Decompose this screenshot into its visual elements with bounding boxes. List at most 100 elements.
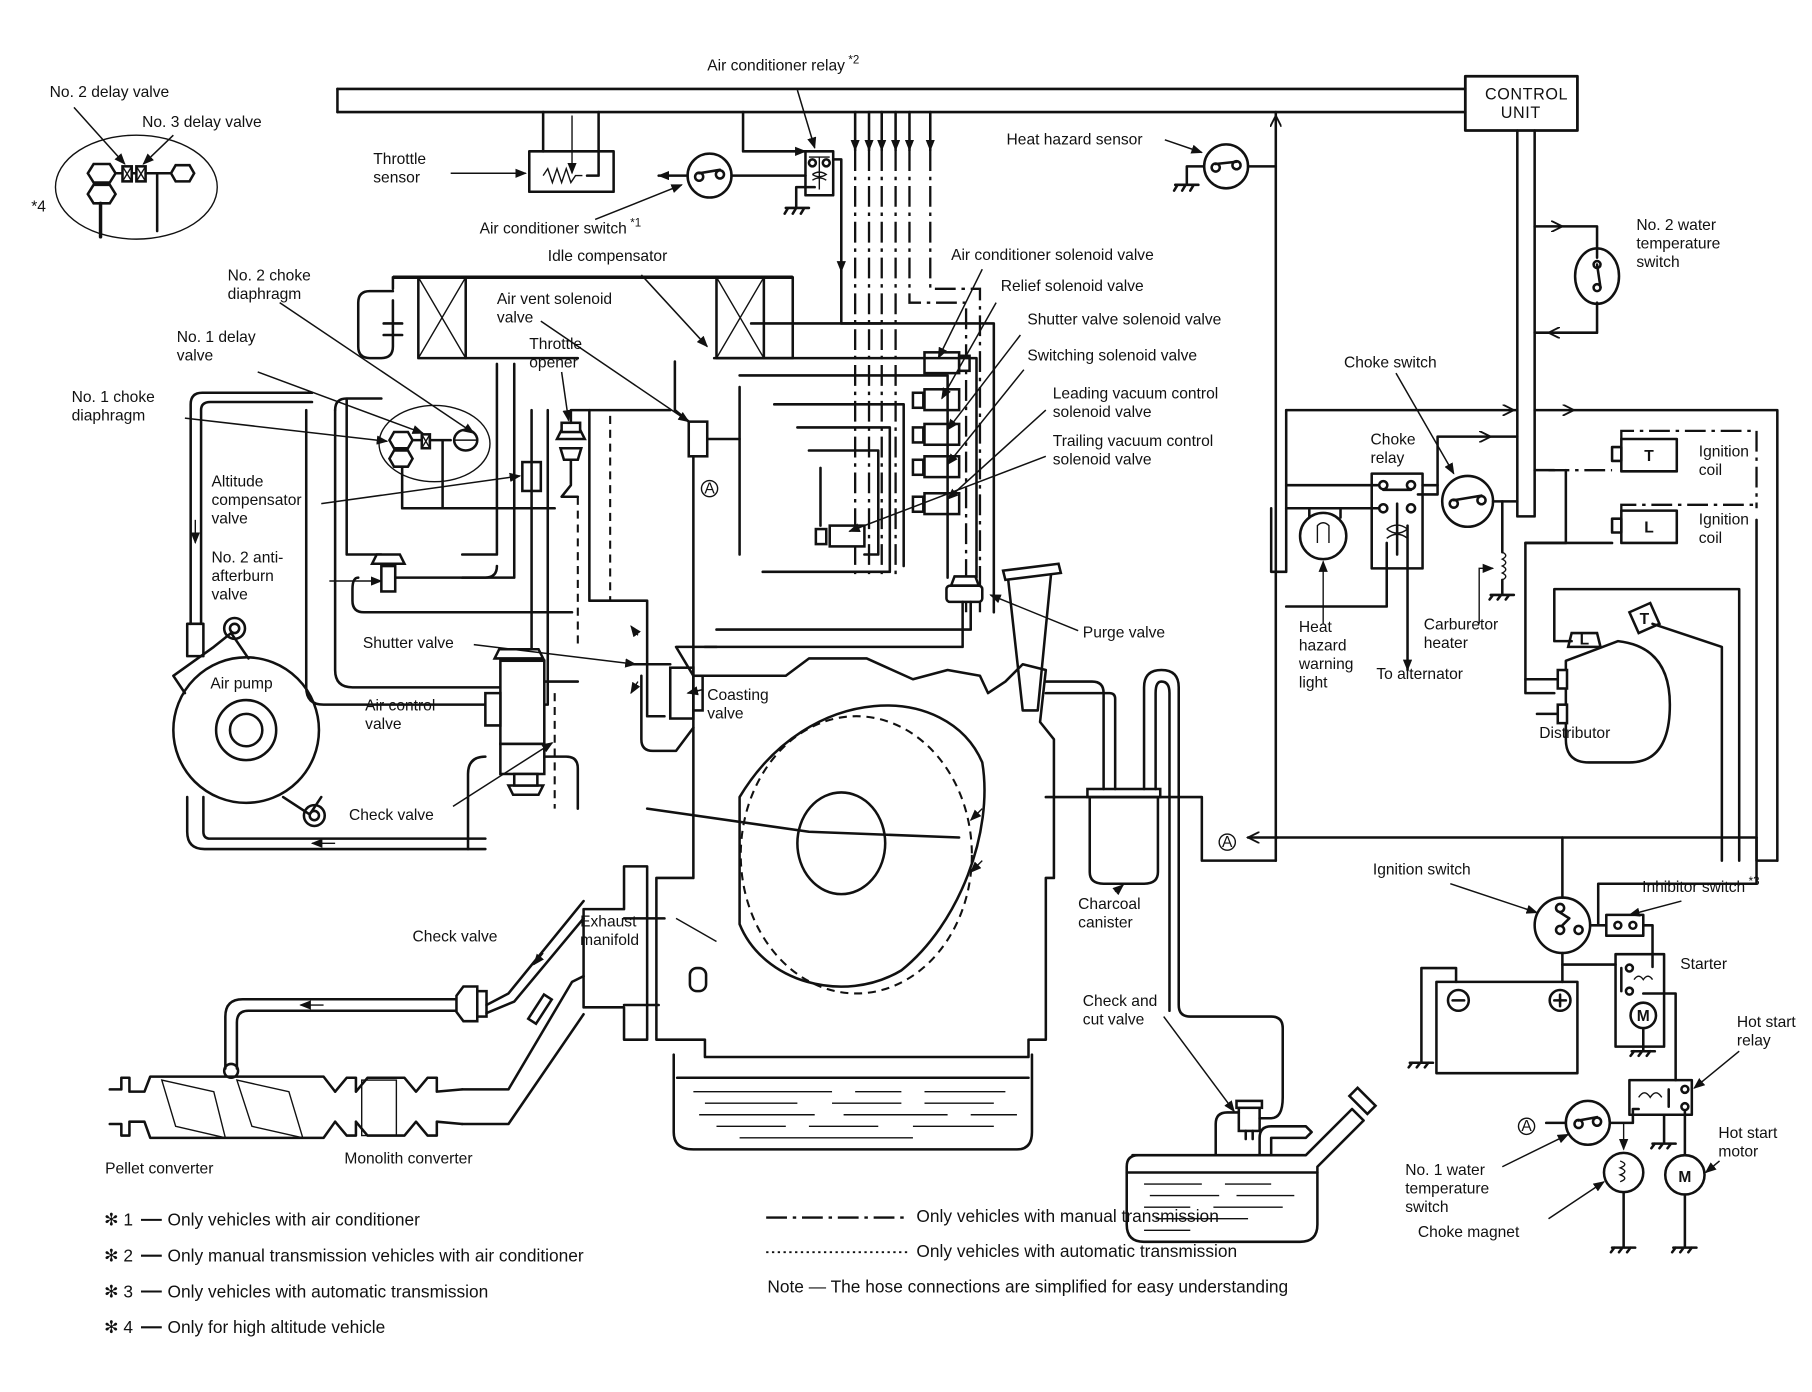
no2-choke-diaphragm-icon bbox=[169, 163, 196, 183]
label-switching-solenoid-valve: Switching solenoid valve bbox=[1027, 347, 1197, 364]
label-air-control-valve-line2: valve bbox=[365, 716, 401, 733]
label-altitude-compensator-valve-line3: valve bbox=[211, 510, 247, 527]
label-to-alternator: To alternator bbox=[1376, 666, 1463, 683]
label-heat-hazard-warning-light-line3: warning bbox=[1298, 656, 1354, 673]
label-exhaust-manifold-line2: manifold bbox=[580, 932, 639, 949]
label-no2-choke-diaphragm-line2: diaphragm bbox=[228, 286, 302, 303]
label-no1-delay-valve-line2: valve bbox=[177, 347, 213, 364]
label-monolith-converter: Monolith converter bbox=[344, 1150, 472, 1167]
label-no2-water-temperature-switch-line2: temperature bbox=[1636, 235, 1720, 252]
connector-a-circle-icon bbox=[1218, 833, 1237, 851]
leader-lines bbox=[73, 89, 1740, 1220]
label-choke-relay-line2: relay bbox=[1371, 450, 1405, 467]
check-valve-lower bbox=[455, 899, 585, 1023]
label-throttle-opener-line2: opener bbox=[529, 354, 578, 371]
label-no1-water-temperature-switch-leader-arrow bbox=[1501, 1133, 1570, 1168]
starter bbox=[1614, 952, 1677, 1082]
label-air-control-valve-line1: Air control bbox=[365, 697, 435, 714]
label-idle-compensator: Idle compensator bbox=[548, 248, 668, 265]
label-shutter-valve: Shutter valve bbox=[363, 635, 454, 652]
label-check-and-cut-valve-line1: Check and bbox=[1083, 993, 1157, 1010]
label-inhibitor-switch: Inhibitor switch*3 bbox=[1642, 876, 1759, 896]
label-no1-delay-valve-leader-arrow bbox=[257, 371, 425, 434]
label-leading-vacuum-control-solenoid-valve-line2: solenoid valve bbox=[1053, 404, 1152, 421]
label-no1-water-temperature-switch-line2: temperature bbox=[1405, 1180, 1489, 1197]
control-unit-label-line1: CONTROL bbox=[1485, 85, 1568, 103]
label-air-vent-solenoid-valve-leader-arrow bbox=[540, 320, 690, 423]
legend-line-samples bbox=[766, 1216, 908, 1254]
wiring-harness-bus bbox=[336, 87, 1467, 114]
air-conditioner-relay bbox=[741, 110, 846, 273]
ignition-switch bbox=[1533, 836, 1758, 966]
label-relief-solenoid-valve-leader-arrow bbox=[941, 302, 997, 400]
label-ignition-coil-t-line2: coil bbox=[1699, 462, 1722, 479]
label-pellet-converter: Pellet converter bbox=[105, 1161, 213, 1178]
heat-hazard-sensor bbox=[1172, 110, 1276, 862]
check-and-cut-valve bbox=[1214, 1096, 1285, 1157]
label-carburetor-heater-line1: Carburetor bbox=[1424, 617, 1498, 634]
symbol-letter-motor-m: M bbox=[1637, 1008, 1650, 1025]
label-check-valve-upper: Check valve bbox=[349, 807, 434, 824]
label-heat-hazard-sensor-leader-arrow bbox=[1164, 139, 1203, 154]
connector-a-circle-icon bbox=[1517, 1117, 1536, 1136]
footnote-mark-2: ✻ 2 bbox=[104, 1245, 133, 1265]
choke-diaphragm-pair-icon bbox=[86, 162, 118, 205]
label-ignition-coil-l-line1: Ignition bbox=[1699, 511, 1749, 528]
label-check-and-cut-valve-leader-arrow bbox=[1163, 1016, 1235, 1113]
exhaust-manifold bbox=[582, 865, 717, 1041]
label-trailing-vacuum-control-solenoid-valve-line2: solenoid valve bbox=[1053, 451, 1152, 468]
label-switching-solenoid-valve-leader-arrow bbox=[946, 369, 1025, 466]
relief-solenoid-valve-icon bbox=[923, 388, 961, 412]
no2-water-temperature-switch bbox=[1533, 226, 1621, 332]
legend-text-dash-dot: Only vehicles with manual transmission bbox=[916, 1206, 1218, 1226]
hot-start-motor bbox=[1663, 1153, 1706, 1254]
choke-circuit bbox=[1269, 410, 1779, 862]
label-no2-anti-afterburn-valve-line2: afterburn bbox=[211, 568, 273, 585]
label-no1-delay-valve-line1: No. 1 delay bbox=[177, 329, 256, 346]
label-heat-hazard-warning-light-line1: Heat bbox=[1299, 619, 1333, 636]
label-heat-hazard-warning-light-line2: hazard bbox=[1299, 637, 1347, 654]
throttle-sensor bbox=[527, 110, 615, 194]
symbol-letter-coil-t-letter: T bbox=[1644, 448, 1654, 465]
hot-start-relay bbox=[1628, 1078, 1694, 1157]
label-no1-water-temperature-switch-line3: switch bbox=[1405, 1199, 1448, 1216]
exhaust-pipe bbox=[460, 974, 585, 1126]
label-ignition-switch-leader-arrow bbox=[1450, 883, 1539, 914]
connector-a-line bbox=[1044, 795, 1758, 862]
label-leading-vacuum-control-solenoid-valve-leader-arrow bbox=[946, 409, 1047, 500]
label-heat-hazard-warning-light-line4: light bbox=[1299, 674, 1328, 691]
label-coasting-valve-line2: valve bbox=[707, 706, 743, 723]
label-air-conditioner-relay-footnote-mark: *2 bbox=[848, 55, 859, 67]
label-choke-switch-leader-arrow bbox=[1395, 372, 1455, 475]
label-air-conditioner-solenoid-valve-leader-arrow bbox=[937, 268, 983, 360]
trailing-vacuum-control-solenoid-valve-icon bbox=[828, 524, 866, 548]
symbol-letter-distributor-t: T bbox=[1640, 611, 1650, 628]
footnote-text-2: Only manual transmission vehicles with a… bbox=[168, 1245, 584, 1265]
connector-a-label: A bbox=[1222, 834, 1233, 851]
footnote-mark-4: ✻ 4 bbox=[104, 1317, 133, 1337]
air-pump bbox=[172, 391, 487, 851]
label-no2-delay-valve-leader-arrow bbox=[73, 106, 126, 165]
air-control-valve bbox=[466, 647, 580, 851]
label-hot-start-relay-leader-arrow bbox=[1693, 1050, 1740, 1089]
label-altitude-compensator-valve-line1: Altitude bbox=[211, 473, 263, 490]
connector-a-label: A bbox=[704, 480, 715, 497]
connector-a-circle-icon bbox=[700, 479, 719, 498]
label-no2-water-temperature-switch-line1: No. 2 water bbox=[1636, 217, 1716, 234]
label-air-pump: Air pump bbox=[210, 675, 273, 692]
label-air-conditioner-switch-leader-arrow bbox=[594, 184, 683, 221]
inhibitor-switch bbox=[1605, 913, 1654, 969]
label-trailing-vacuum-control-solenoid-valve-leader-arrow bbox=[848, 455, 1047, 533]
switching-solenoid-valve-icon bbox=[923, 455, 961, 479]
label-coasting-valve-leader-arrow bbox=[686, 686, 703, 696]
high-altitude-inset bbox=[54, 134, 218, 240]
label-ignition-coil-l-line2: coil bbox=[1699, 530, 1722, 547]
no2-anti-afterburn-valve bbox=[351, 553, 574, 614]
label-hot-start-relay-line2: relay bbox=[1737, 1032, 1771, 1049]
label-altitude-compensator-valve-leader-arrow bbox=[321, 472, 522, 505]
label-coasting-valve-line1: Coasting bbox=[707, 687, 768, 704]
label-starter: Starter bbox=[1680, 956, 1727, 973]
label-charcoal-canister-line2: canister bbox=[1078, 915, 1133, 932]
label-shutter-valve-solenoid-valve: Shutter valve solenoid valve bbox=[1027, 312, 1221, 329]
